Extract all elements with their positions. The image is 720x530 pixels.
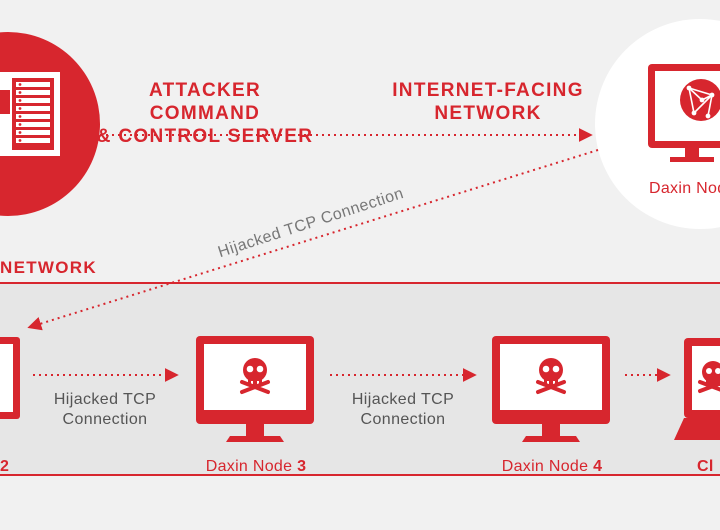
attacker-server (0, 32, 100, 216)
server-rack-icon (0, 72, 60, 156)
node-label: Daxin Node 4 (501, 458, 603, 475)
skull-monitor-icon (196, 336, 314, 442)
connection-label: Hijacked TCP Connection (351, 391, 455, 428)
skull-laptop-icon (674, 338, 720, 440)
monitor-icon (0, 337, 20, 419)
globe-monitor-icon (648, 64, 720, 162)
attacker-server-title: ATTACKER COMMAND & CONTROL SERVER (92, 79, 318, 148)
internet-node (595, 19, 720, 229)
node-label: 2 (0, 458, 10, 475)
attacker-title-line2: & CONTROL SERVER (96, 126, 314, 147)
node-label: Daxin Node 3 (205, 458, 307, 475)
attacker-title-line1: ATTACKER COMMAND (148, 80, 262, 124)
internet-title-line1: INTERNET-FACING (392, 80, 584, 101)
node-label: Cl (697, 458, 714, 475)
skull-monitor-icon (492, 336, 610, 442)
internet-title-line2: NETWORK (434, 103, 542, 124)
connection-label: Hijacked TCP Connection (53, 391, 157, 428)
internal-network-panel (0, 283, 720, 475)
internet-network-title: INTERNET-FACING NETWORK (388, 79, 588, 125)
internal-network-label: NETWORK (0, 258, 97, 277)
skull-icon (536, 358, 566, 394)
skull-icon (240, 358, 270, 394)
internet-node-label: Daxin Nod (649, 180, 720, 197)
